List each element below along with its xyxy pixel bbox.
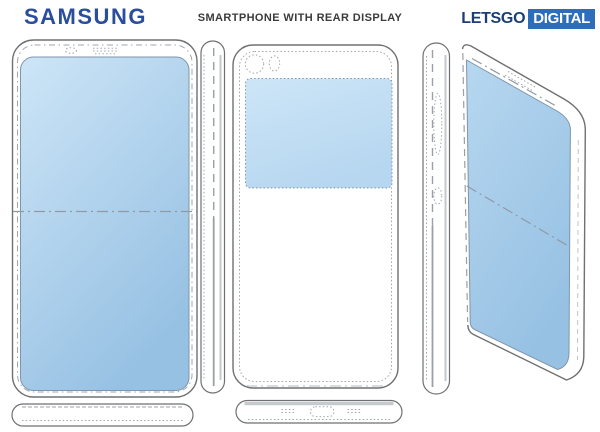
rear-view xyxy=(232,44,399,389)
bezel-seam-line xyxy=(471,57,558,108)
speaker-grille-icon xyxy=(93,47,119,55)
led-flash-icon xyxy=(268,55,281,72)
letsgodigital-logo: LETSGO DIGITAL xyxy=(461,9,595,29)
right-bezel-texture xyxy=(577,139,579,361)
speaker-grille-icon xyxy=(504,71,537,92)
perspective-display xyxy=(465,59,571,371)
top-edge-body xyxy=(11,403,194,427)
power-button xyxy=(433,187,443,205)
digital-badge: DIGITAL xyxy=(528,9,595,29)
perspective-hidden-edge xyxy=(462,52,469,323)
earpiece-icon xyxy=(65,47,77,54)
perspective-outline xyxy=(461,44,587,381)
usb-c-port xyxy=(310,406,335,418)
page-title: SMARTPHONE WITH REAR DISPLAY xyxy=(197,12,403,24)
fold-line xyxy=(466,185,571,248)
left-side-view xyxy=(200,40,226,394)
side-body xyxy=(200,40,226,394)
header: SAMSUNG SMARTPHONE WITH REAR DISPLAY LET… xyxy=(0,0,600,36)
bottom-edge-view xyxy=(235,399,403,424)
camera-lens-icon xyxy=(244,54,265,74)
rear-inner-outline xyxy=(239,51,392,382)
front-view xyxy=(11,39,198,398)
rear-display xyxy=(245,78,393,189)
samsung-logo: SAMSUNG xyxy=(24,4,147,29)
inner-bezel-outline xyxy=(17,44,193,393)
right-side-view xyxy=(422,42,451,395)
speaker-holes-right xyxy=(347,409,362,413)
volume-button xyxy=(433,93,443,155)
side-body xyxy=(422,42,451,395)
letsgo-text: LETSGO xyxy=(461,10,526,27)
top-edge-view xyxy=(11,403,194,427)
speaker-holes-left xyxy=(281,409,296,413)
perspective-view xyxy=(461,44,587,381)
front-display xyxy=(20,56,190,391)
